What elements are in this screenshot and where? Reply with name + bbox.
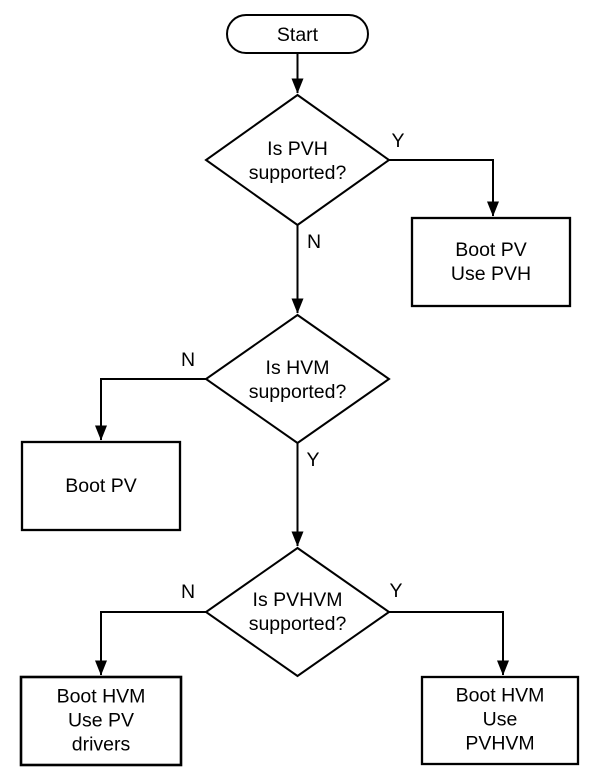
edge-pvhvm-yes xyxy=(389,611,509,676)
decision-pvhvm-label: Is PVHVM supported? xyxy=(248,588,347,635)
edge-pvhvm-no xyxy=(95,611,206,676)
boot-pv-shape xyxy=(20,440,182,532)
boot-pv-label: Boot PV xyxy=(65,474,137,497)
edge-label-hvm-no: N xyxy=(180,348,196,371)
decision-hvm-label: Is HVM supported? xyxy=(248,356,347,403)
boot-hvm-use-pv-drivers-shape xyxy=(19,675,183,767)
edge-label-pvh-yes: Y xyxy=(391,129,405,152)
edge-hvm-no xyxy=(95,378,206,441)
start-node-label: Start xyxy=(276,23,319,46)
boot-hvm-use-pvhvm-label: Boot HVM Use PVHVM xyxy=(455,684,545,756)
edge-label-pvh-no: N xyxy=(306,230,322,253)
boot-hvm-use-pv-drivers-label: Boot HVM Use PV drivers xyxy=(56,685,146,757)
boot-hvm-use-pvhvm-shape xyxy=(420,675,580,766)
edge-pvh-yes xyxy=(389,159,499,217)
edge-label-pvhvm-no: N xyxy=(180,580,196,603)
decision-pvhvm-shape xyxy=(204,546,391,678)
decision-pvh-label: Is PVH supported? xyxy=(248,137,347,184)
boot-pv-use-pvh-shape xyxy=(410,216,572,308)
edge-label-hvm-yes: Y xyxy=(306,448,320,471)
boot-pv-use-pvh-label: Boot PV Use PVH xyxy=(450,238,532,285)
start-node-shape xyxy=(226,14,369,54)
decision-pvh-shape xyxy=(204,93,391,227)
decision-hvm-shape xyxy=(204,313,391,445)
edge-label-pvhvm-yes: Y xyxy=(389,579,403,602)
